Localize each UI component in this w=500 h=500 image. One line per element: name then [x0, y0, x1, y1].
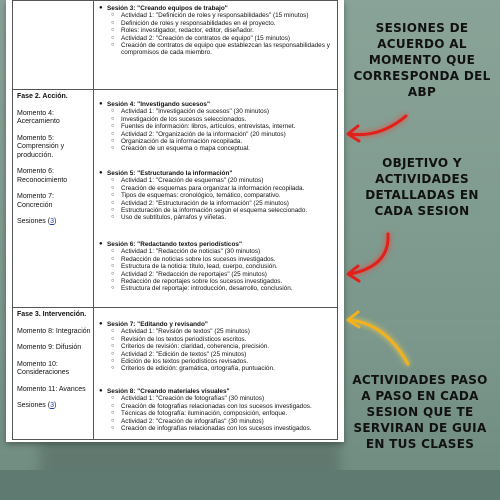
list-item: Actividad 1: "Investigación de sucesos" … [99, 108, 335, 116]
list-item: Creación de fotografías relacionadas con… [99, 403, 335, 411]
note-line: ACTIVIDADES PASO [352, 373, 488, 387]
list-item: Técnicas de fotografía: iluminación, com… [99, 410, 335, 418]
note-activities: ACTIVIDADES PASO A PASO EN CADA SESION Q… [345, 372, 495, 452]
list-item: Definición de roles y responsabilidades … [99, 20, 335, 28]
session-3: Sesión 3: "Creando equipos de trabajo" A… [99, 3, 335, 57]
list-item: Actividad 2: "Creación de contratos de e… [99, 35, 335, 43]
phase3-cell: Fase 3. Intervención. Momento 8: Integra… [17, 311, 91, 419]
note-line: ACTIVIDADES [375, 172, 469, 186]
note-line: DETALLADAS EN [365, 188, 479, 202]
list-item: Estructuración de la información según e… [99, 207, 335, 215]
sessions-end: ) [53, 402, 57, 409]
session-5: Sesión 5: "Estructurando la información"… [99, 168, 335, 222]
session-7: Sesión 7: "Editando y revisando" Activid… [99, 319, 335, 373]
moment-4: Momento 4: Acercamiento [17, 109, 60, 126]
phase2-title: Fase 2. Acción. [17, 93, 68, 100]
moment-7: Momento 7: Concreción [17, 193, 54, 209]
note-line: A PASO EN CADA [361, 389, 479, 403]
row-divider-phase2 [13, 89, 337, 90]
session-title: Sesión 7: "Editando y revisando" [99, 321, 335, 329]
list-item: Actividad 1: "Creación de esquemas" (20 … [99, 177, 335, 185]
phase3-sessions: Sesiones (3) [17, 402, 91, 411]
list-item: Actividad 2: "Estructuración de la infor… [99, 200, 335, 208]
moment-9: Momento 9: Difusión [17, 344, 82, 351]
list-item: Redacción de noticias sobre los sucesos … [99, 256, 335, 264]
list-item: Estructura de la noticia: título, lead, … [99, 263, 335, 271]
list-item: Organización de la información recopilad… [99, 138, 335, 146]
phase3-title: Fase 3. Intervención. [17, 311, 87, 318]
note-sessions: SESIONES DE ACUERDO AL MOMENTO QUE CORRE… [347, 20, 497, 100]
note-line: EN TUS CLASES [365, 437, 475, 451]
yellow-arrow-icon [346, 310, 410, 366]
red-arrow-icon [346, 114, 408, 143]
session-6: Sesión 6: "Redactando textos periodístic… [99, 239, 335, 293]
list-item: Investigación de los sucesos seleccionad… [99, 116, 335, 124]
list-item: Fuentes de información: libros, artículo… [99, 123, 335, 131]
note-line: SESION QUE TE [366, 405, 474, 419]
list-item: Creación de un esquema o mapa conceptual… [99, 145, 335, 153]
list-item: Edición de los textos periodísticos revi… [99, 358, 335, 366]
moment-10: Momento 10: Consideraciones [17, 360, 70, 377]
moment-11: Momento 11: Avances [17, 385, 86, 393]
session-title: Sesión 3: "Creando equipos de trabajo" [99, 5, 335, 13]
list-item: Criterios de edición: gramática, ortogra… [99, 365, 335, 373]
column-divider [93, 1, 94, 439]
note-line: CADA SESION [374, 204, 470, 218]
list-item: Creación de infografías relacionadas con… [99, 425, 335, 433]
list-item: Redacción de reportajes sobre los suceso… [99, 278, 335, 286]
moment-8: Momento 8: Integración [17, 327, 91, 335]
list-item: Actividad 1: "Creación de fotografías" (… [99, 395, 335, 403]
note-line: MOMENTO QUE [368, 53, 476, 67]
plan-table: Fase 2. Acción. Momento 4: Acercamiento … [12, 0, 338, 440]
list-item: Tipos de esquemas: cronológico, temático… [99, 192, 335, 200]
phase2-sessions: Sesiones (3) [17, 218, 91, 227]
session-title: Sesión 4: "Investigando sucesos" [99, 101, 335, 109]
list-item: Estructura del reportaje: introducción, … [99, 285, 335, 293]
document-page: Fase 2. Acción. Momento 4: Acercamiento … [6, 0, 344, 442]
red-arrow-icon [346, 232, 390, 283]
moment-5: Momento 5: Comprensión y producción. [17, 134, 65, 159]
note-objectives: OBJETIVO Y ACTIVIDADES DETALLADAS EN CAD… [347, 155, 497, 219]
list-item: Actividad 1: "Definición de roles y resp… [99, 12, 335, 20]
list-item: Actividad 2: "Edición de textos" (25 min… [99, 351, 335, 359]
session-4: Sesión 4: "Investigando sucesos" Activid… [99, 99, 335, 153]
list-item: Actividad 1: "Revisión de textos" (25 mi… [99, 328, 335, 336]
session-title: Sesión 5: "Estructurando la información" [99, 170, 335, 178]
session-8: Sesión 8: "Creando materiales visuales" … [99, 386, 335, 433]
note-line: OBJETIVO Y [382, 156, 462, 170]
list-item: Creación de contratos de equipo que esta… [99, 42, 335, 57]
list-item: Roles: investigador, redactor, editor, d… [99, 27, 335, 35]
list-item: Revisión de los textos periodísticos esc… [99, 336, 335, 344]
list-item: Actividad 2: "Organización de la informa… [99, 131, 335, 139]
note-line: SESIONES DE [375, 21, 469, 35]
sessions-link[interactable]: 3 [50, 402, 54, 409]
note-line: SERVIRAN DE GUIA [353, 421, 487, 435]
sessions-label: Sesiones ( [17, 402, 51, 409]
list-item: Criterios de revisión: claridad, coheren… [99, 343, 335, 351]
moment-6: Momento 6: Reconocimiento [17, 168, 68, 184]
list-item: Creación de esquemas para organizar la i… [99, 185, 335, 193]
session-title: Sesión 8: "Creando materiales visuales" [99, 388, 335, 396]
row-divider-phase3 [13, 307, 337, 308]
sessions-label: Sesiones ( [17, 218, 51, 225]
note-line: ACUERDO AL [377, 37, 467, 51]
note-line: CORRESPONDA DEL [353, 69, 491, 83]
list-item: Uso de subtítulos, párrafos y viñetas. [99, 214, 335, 222]
list-item: Actividad 1: "Redacción de noticias" (30… [99, 248, 335, 256]
floor [0, 470, 500, 500]
note-line: ABP [407, 85, 437, 99]
session-title: Sesión 6: "Redactando textos periodístic… [99, 241, 335, 249]
list-item: Actividad 2: "Redacción de reportajes" (… [99, 271, 335, 279]
sessions-link[interactable]: 3 [50, 218, 54, 225]
list-item: Actividad 2: "Creación de infografías" (… [99, 418, 335, 426]
sessions-end: ) [53, 218, 57, 225]
phase2-cell: Fase 2. Acción. Momento 4: Acercamiento … [17, 93, 91, 235]
